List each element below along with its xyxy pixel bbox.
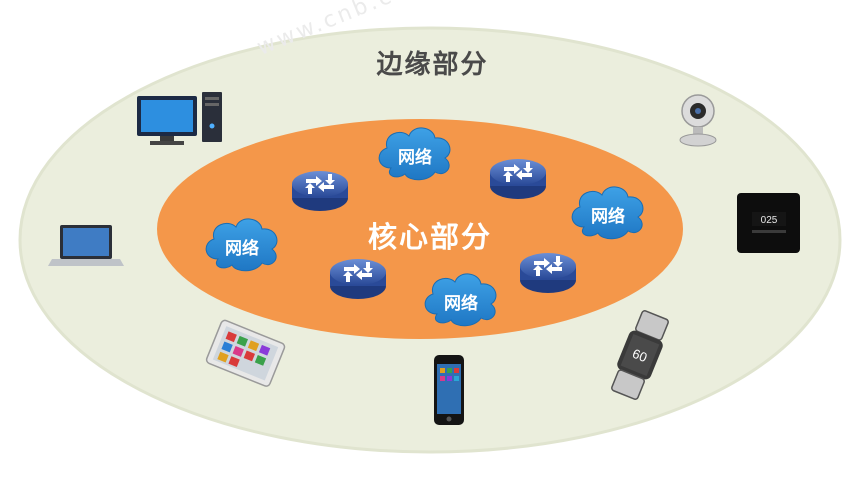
- router-icon: [490, 159, 546, 199]
- smart-meter-icon: 025: [737, 193, 800, 253]
- desktop-computer-icon: [137, 92, 222, 145]
- svg-text:60: 60: [630, 346, 649, 365]
- network-cloud-label: 网络: [398, 148, 432, 168]
- laptop-icon: [48, 225, 124, 266]
- edge-part-label: 边缘部分: [376, 50, 489, 80]
- network-cloud-label: 网络: [591, 207, 625, 227]
- router-icon: [520, 253, 576, 293]
- smartwatch-icon: 60: [611, 310, 669, 400]
- webcam-icon: [679, 94, 717, 147]
- router-icon: [292, 171, 348, 211]
- router-icon: [330, 259, 386, 299]
- core-part-label: 核心部分: [367, 220, 492, 254]
- network-cloud-label: 网络: [225, 239, 259, 259]
- smartphone-icon: [434, 355, 464, 425]
- svg-text:025: 025: [761, 215, 778, 226]
- tablet-icon: [205, 319, 286, 387]
- network-cloud-label: 网络: [444, 294, 478, 314]
